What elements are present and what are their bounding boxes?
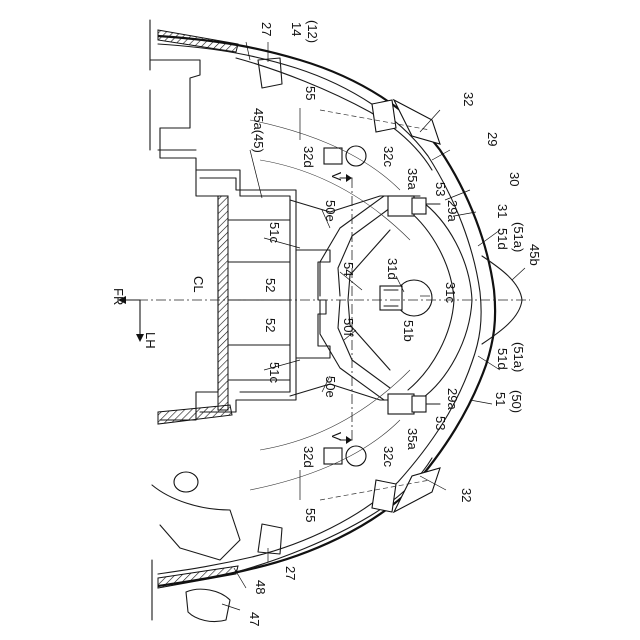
- label-32d-top: 32d: [301, 146, 316, 168]
- label-48: 48: [253, 580, 268, 594]
- label-lh: LH: [143, 332, 158, 349]
- label-51d-bottom: 51d: [495, 348, 510, 370]
- label-51b: 51b: [401, 320, 416, 342]
- label-31d: 31d: [385, 258, 400, 280]
- label-51a-top: (51a): [511, 222, 526, 252]
- label-29a-top: 29a: [445, 200, 460, 222]
- label-32c-bottom: 32c: [381, 446, 396, 467]
- label-52-top: 52: [263, 278, 278, 292]
- label-31: 31: [495, 204, 510, 218]
- label-47: 47: [247, 612, 262, 626]
- label-29a-bottom: 29a: [445, 388, 460, 410]
- label-32c-top: 32c: [381, 146, 396, 167]
- label-27-top: 27: [259, 22, 274, 36]
- front-cover-outline: [158, 36, 495, 586]
- label-52-bottom: 52: [263, 318, 278, 332]
- label-v-bottom: V: [329, 432, 344, 441]
- label-14: 14: [289, 22, 304, 36]
- label-50f: 50f: [341, 318, 356, 336]
- label-30: 30: [507, 172, 522, 186]
- callout-labels: 14 (12) 27 55 32 29 30 31 45a(45) 32d 32…: [111, 20, 542, 626]
- lamp-block-top: [388, 196, 440, 216]
- label-32-top: 32: [461, 92, 476, 106]
- label-fr: FR: [111, 288, 126, 305]
- label-45b: 45b: [527, 244, 542, 266]
- label-51: 51: [493, 392, 508, 406]
- label-50: (50): [509, 390, 524, 413]
- bulb-32c-top: [324, 146, 366, 166]
- label-32d-bottom: 32d: [301, 446, 316, 468]
- label-12: (12): [305, 20, 320, 43]
- section-line-v: [340, 174, 352, 444]
- label-27-bottom: 27: [283, 566, 298, 580]
- label-53-top: 53: [433, 182, 448, 196]
- bulb-31c: [380, 280, 432, 316]
- turn-signal-bottom: [258, 468, 440, 554]
- label-50e-bottom: 50e: [323, 376, 338, 398]
- label-55-bottom: 55: [303, 508, 318, 522]
- bulb-32c-bottom: [324, 446, 366, 466]
- label-v-top: V: [329, 172, 344, 181]
- label-51c-bottom: 51c: [267, 362, 282, 383]
- lower-left-parts: [152, 472, 240, 622]
- lamp-block-bottom: [388, 394, 440, 414]
- label-cl: CL: [191, 276, 206, 293]
- label-29: 29: [485, 132, 500, 146]
- label-45a45: 45a(45): [251, 108, 266, 153]
- label-51a-bottom: (51a): [511, 342, 526, 372]
- label-50e-top: 50e: [323, 200, 338, 222]
- label-31c: 31c: [443, 282, 458, 303]
- label-54: 54: [341, 262, 356, 276]
- label-51d-top: 51d: [495, 228, 510, 250]
- label-35a-top: 35a: [405, 168, 420, 190]
- label-53-bottom: 53: [433, 416, 448, 430]
- label-35a-bottom: 35a: [405, 428, 420, 450]
- label-51c-top: 51c: [267, 222, 282, 243]
- label-32-bottom: 32: [459, 488, 474, 502]
- label-55-top: 55: [303, 86, 318, 100]
